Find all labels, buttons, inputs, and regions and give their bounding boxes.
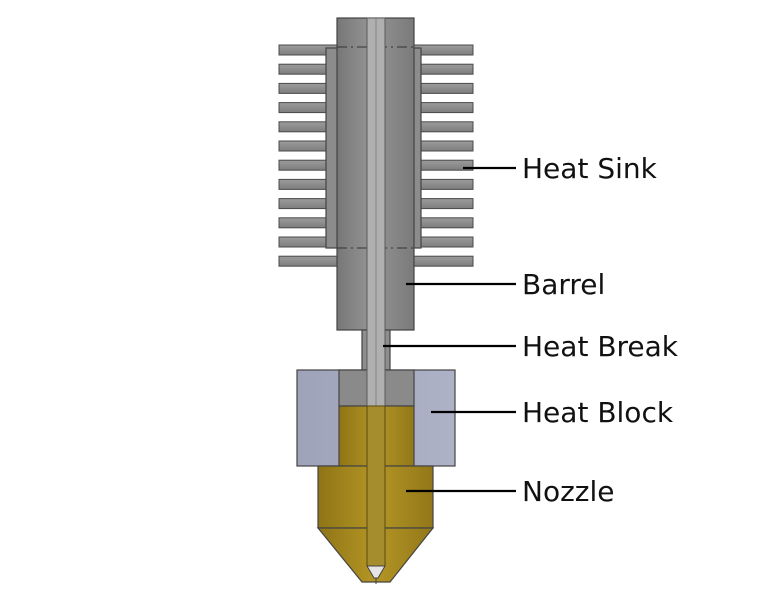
filament-bore-brass: [366, 405, 386, 567]
heat-sink-fins: [278, 44, 474, 267]
barrel-label: Barrel: [522, 268, 605, 301]
heat-sink-fin-right: [411, 255, 474, 267]
heat-block-label: Heat Block: [522, 396, 674, 429]
heat-sink-fin-left: [278, 255, 340, 267]
heat-break-label: Heat Break: [522, 330, 679, 363]
nozzle-label: Nozzle: [522, 475, 614, 508]
heat-sink-label: Heat Sink: [522, 152, 658, 185]
nozzle-orifice: [366, 565, 386, 579]
